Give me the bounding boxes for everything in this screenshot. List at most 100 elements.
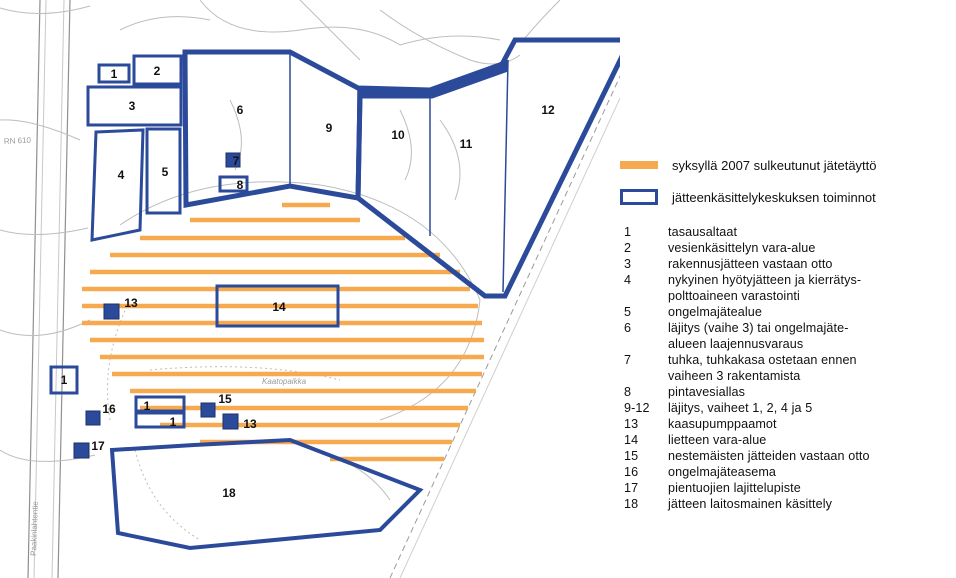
legend-item: 3 rakennusjätteen vastaan otto xyxy=(624,256,870,272)
label-area-1-west: 1 xyxy=(61,373,68,387)
legend-stripe-row: syksyllä 2007 sulkeutunut jätetäyttö xyxy=(620,154,877,176)
legend-item: 14 lietteen vara-alue xyxy=(624,432,870,448)
legend-item-number xyxy=(624,288,668,304)
place-label: Kaatopaikka xyxy=(262,377,307,386)
label-area-12: 12 xyxy=(541,103,555,117)
outline-swatch xyxy=(620,189,658,205)
legend-item-text: läjitys, vaiheet 1, 2, 4 ja 5 xyxy=(668,401,813,415)
label-area-16: 16 xyxy=(102,402,116,416)
legend-item-number: 15 xyxy=(624,449,639,463)
label-area-3: 3 xyxy=(129,99,136,113)
area-8-outline xyxy=(218,175,249,193)
area-1-outline xyxy=(97,63,131,84)
legend-stripe-label: syksyllä 2007 sulkeutunut jätetäyttö xyxy=(672,157,877,173)
legend-item: 4 nykyinen hyötyjätteen ja kierrätys- xyxy=(624,272,870,288)
legend-item: 13 kaasupumppaamot xyxy=(624,416,870,432)
legend-item-number xyxy=(624,336,668,352)
street-label: Paakinlahtentie xyxy=(29,501,40,557)
legend-item-number: 4 xyxy=(624,273,632,287)
legend-item-text: läjitys (vaihe 3) tai ongelmajäte- xyxy=(668,321,849,335)
closed-landfill-stripes xyxy=(82,202,484,462)
label-area-1: 1 xyxy=(111,67,118,81)
road-label: RN 610 xyxy=(4,136,32,146)
marker-16 xyxy=(85,410,101,426)
legend-box-label: jätteenkäsittelykeskuksen toiminnot xyxy=(672,189,876,205)
legend-item: 17 pientuojien lajittelupiste xyxy=(624,480,870,496)
label-area-15: 15 xyxy=(218,392,232,406)
legend-item: 1 tasausaltaat xyxy=(624,224,870,240)
legend-item-number: 1 xyxy=(624,225,632,239)
legend-item-text: nestemäisten jätteiden vastaan otto xyxy=(668,449,870,463)
label-area-13-north: 13 xyxy=(124,296,138,310)
label-area-2: 2 xyxy=(154,64,161,78)
label-area-17: 17 xyxy=(91,439,105,453)
legend-item-number: 16 xyxy=(624,465,639,479)
legend-item-number: 8 xyxy=(624,385,632,399)
legend-item: 18 jätteen laitosmainen käsittely xyxy=(624,496,870,512)
area-1-pools-bottom-outline xyxy=(134,411,186,429)
legend-item-text: vesienkäsittelyn vara-alue xyxy=(668,241,816,255)
legend-item-number: 5 xyxy=(624,305,632,319)
legend-item-text: ongelmajätealue xyxy=(668,305,762,319)
legend-item-text: lietteen vara-alue xyxy=(668,433,767,447)
stripe-swatch xyxy=(620,161,658,169)
area-2-outline xyxy=(132,54,183,86)
legend-item-number: 17 xyxy=(624,481,639,495)
legend-item-number: 2 xyxy=(624,241,632,255)
area-14-outline xyxy=(215,284,340,328)
area-3-outline xyxy=(86,85,183,127)
legend-item-text: vaiheen 3 rakentamista xyxy=(668,369,801,383)
marker-13-south xyxy=(222,413,239,430)
area-5-outline xyxy=(145,127,182,215)
legend-item: 16 ongelmajäteasema xyxy=(624,464,870,480)
legend-item-text: rakennusjätteen vastaan otto xyxy=(668,257,833,271)
label-area-14: 14 xyxy=(272,300,286,314)
area-1-pools-top-outline xyxy=(134,395,186,413)
label-area-1-pool-b: 1 xyxy=(170,415,177,429)
marker-17 xyxy=(73,442,90,459)
legend-item: 5 ongelmajätealue xyxy=(624,304,870,320)
label-area-8: 8 xyxy=(237,178,244,192)
legend-item-number: 13 xyxy=(624,417,639,431)
marker-15 xyxy=(200,402,216,418)
label-area-6: 6 xyxy=(237,103,244,117)
legend-item-text: ongelmajäteasema xyxy=(668,465,777,479)
legend-item-text: pientuojien lajittelupiste xyxy=(668,481,801,495)
area-1-west-outline xyxy=(49,365,79,395)
legend-item-text: tuhka, tuhkakasa ostetaan ennen xyxy=(668,353,857,367)
legend-item-text: kaasupumppaamot xyxy=(668,417,777,431)
legend-item-text: tasausaltaat xyxy=(668,225,738,239)
label-area-7: 7 xyxy=(233,154,240,168)
legend-item-text: nykyinen hyötyjätteen ja kierrätys- xyxy=(668,273,862,287)
legend-item-number: 14 xyxy=(624,433,639,447)
label-area-9: 9 xyxy=(326,121,333,135)
label-area-10: 10 xyxy=(391,128,405,142)
legend-item-number: 6 xyxy=(624,321,632,335)
area-18-outline xyxy=(109,437,424,551)
legend-item-number: 3 xyxy=(624,257,632,271)
legend-item-number: 9-12 xyxy=(624,401,650,415)
areas-11-12-outline xyxy=(355,37,620,299)
legend-item-text: alueen laajennusvaraus xyxy=(668,337,804,351)
area-4-outline xyxy=(90,128,145,242)
operations-outlines xyxy=(49,37,620,551)
legend-item: polttoaineen varastointi xyxy=(624,288,870,304)
legend-item-text: jätteen laitosmainen käsittely xyxy=(668,497,833,511)
marker-7 xyxy=(225,152,241,168)
legend-item-text: polttoaineen varastointi xyxy=(668,289,800,303)
label-area-4: 4 xyxy=(118,168,125,182)
legend-item: 2 vesienkäsittelyn vara-alue xyxy=(624,240,870,256)
legend-item-number xyxy=(624,368,668,384)
label-area-5: 5 xyxy=(162,165,169,179)
legend-item: 15 nestemäisten jätteiden vastaan otto xyxy=(624,448,870,464)
legend-item: 6 läjitys (vaihe 3) tai ongelmajäte- xyxy=(624,320,870,336)
legend-item-number: 18 xyxy=(624,497,639,511)
legend-item: alueen laajennusvaraus xyxy=(624,336,870,352)
legend-items: 1 tasausaltaat 2 vesienkäsittelyn vara-alue… xyxy=(624,224,870,512)
marker-13-north xyxy=(103,303,120,320)
markers xyxy=(73,152,241,459)
legend-item: 9-12 läjitys, vaiheet 1, 2, 4 ja 5 xyxy=(624,400,870,416)
